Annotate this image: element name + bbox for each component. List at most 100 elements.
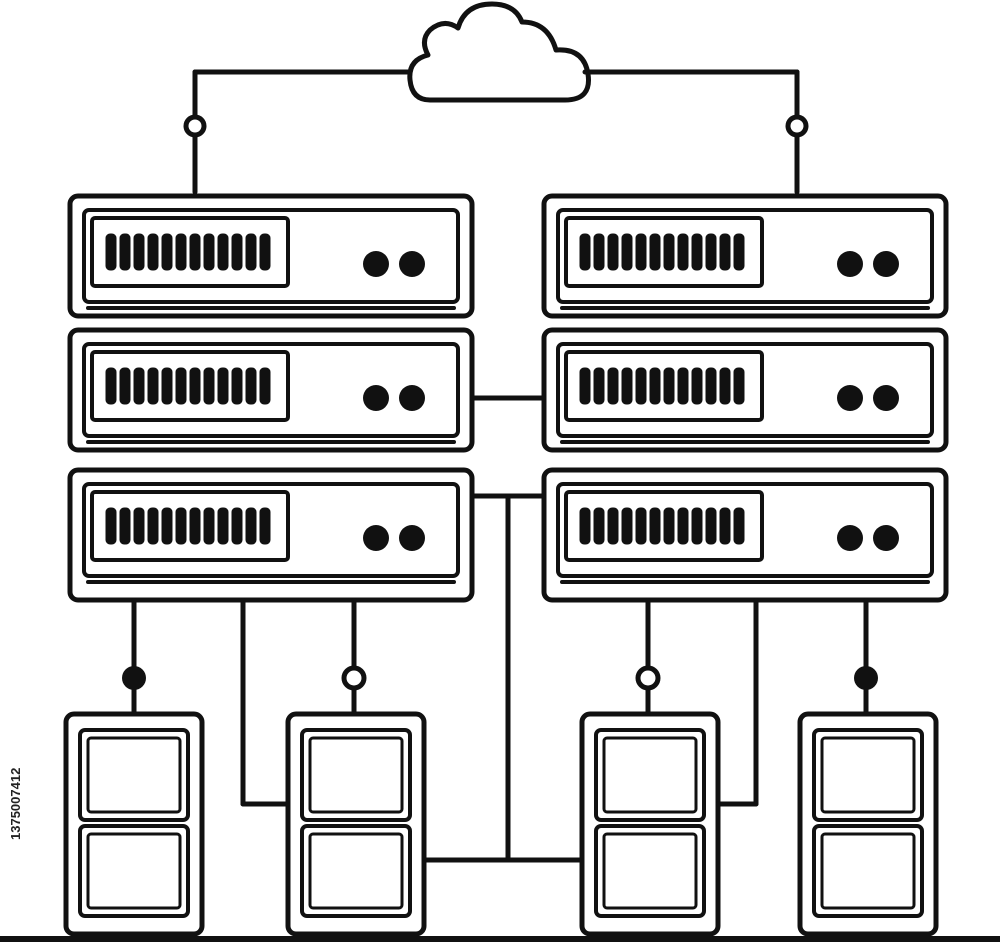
tower-bay-bottom [300, 824, 412, 918]
vent-slot [691, 233, 703, 271]
vent-slot [175, 507, 187, 545]
drive-bay [90, 216, 290, 288]
vent-slot [175, 233, 187, 271]
server-unit-frame [67, 327, 475, 453]
vent-slot [635, 367, 647, 405]
indicator-light [837, 251, 863, 277]
vent-slot [133, 367, 145, 405]
vent-slot [593, 233, 605, 271]
vent-slot [161, 507, 173, 545]
vent-slot [245, 367, 257, 405]
server-unit-face [556, 342, 934, 438]
tower-4 [797, 711, 939, 937]
left-rack [67, 193, 475, 603]
vent-slot [635, 233, 647, 271]
vent-slot [691, 507, 703, 545]
server-unit [541, 327, 949, 453]
server-unit-face [82, 342, 460, 438]
vent-slot [719, 507, 731, 545]
indicator-light [837, 525, 863, 551]
vent-slot [579, 507, 591, 545]
right-rack [541, 193, 949, 603]
vent-slot [245, 507, 257, 545]
indicator-light [837, 385, 863, 411]
indicator-light [873, 525, 899, 551]
indicator-light [399, 251, 425, 277]
vent-slot [649, 367, 661, 405]
tower-bay-top-inner [308, 736, 404, 814]
vent-slot [719, 367, 731, 405]
drive-bay [90, 490, 290, 562]
server-unit-face [82, 482, 460, 578]
server-unit-frame [541, 193, 949, 319]
vent-slot [147, 507, 159, 545]
vent-slot [161, 367, 173, 405]
vent-slot [203, 507, 215, 545]
tower-bay-top [812, 728, 924, 822]
connector-node [122, 666, 146, 690]
vent-slot [677, 233, 689, 271]
vent-slot [663, 507, 675, 545]
indicator-light [363, 525, 389, 551]
vent-slot [119, 233, 131, 271]
tower-bay-bottom [594, 824, 706, 918]
vent-slot [677, 367, 689, 405]
vent-slot [663, 367, 675, 405]
tower-bay-bottom [812, 824, 924, 918]
tower-bay-top [78, 728, 190, 822]
cloud-icon [407, 1, 592, 103]
server-unit [67, 327, 475, 453]
indicator-light [399, 525, 425, 551]
vent-slot [719, 233, 731, 271]
vent-slot [663, 233, 675, 271]
vent-slot [133, 507, 145, 545]
server-unit [541, 467, 949, 603]
tower-bay-bottom-inner [602, 832, 698, 910]
vent-slot [607, 233, 619, 271]
vent-slot [607, 367, 619, 405]
drive-bay [564, 350, 764, 422]
vent-slot [133, 233, 145, 271]
vent-slot [217, 507, 229, 545]
vent-slot [189, 367, 201, 405]
vent-slot [161, 233, 173, 271]
vent-slot [733, 367, 745, 405]
vent-slot [189, 233, 201, 271]
drive-bay [564, 216, 764, 288]
vent-slot [621, 233, 633, 271]
vent-slot [147, 233, 159, 271]
vent-slot [649, 233, 661, 271]
vent-slot [259, 233, 271, 271]
vent-slot [203, 367, 215, 405]
tower-bay-top-inner [820, 736, 916, 814]
connector-node [635, 665, 661, 691]
tower-1 [63, 711, 205, 937]
indicator-light [399, 385, 425, 411]
server-unit-face [556, 208, 934, 304]
indicator-light [363, 251, 389, 277]
server-unit-face [556, 482, 934, 578]
vent-slot [607, 507, 619, 545]
tower-bay-top [300, 728, 412, 822]
tower-bay-top [594, 728, 706, 822]
server-unit-frame [541, 467, 949, 603]
vent-slot [217, 367, 229, 405]
vent-slot [175, 367, 187, 405]
vent-slot [593, 507, 605, 545]
tower-bay-top-inner [602, 736, 698, 814]
tower-bay-bottom-inner [86, 832, 182, 910]
indicator-light [363, 385, 389, 411]
vent-slot [259, 507, 271, 545]
vent-slot [593, 367, 605, 405]
vent-slot [203, 233, 215, 271]
vent-slot [705, 507, 717, 545]
vent-slot [621, 507, 633, 545]
connector-node [183, 114, 207, 138]
tower-bay-bottom-inner [308, 832, 404, 910]
tower-3 [579, 711, 721, 937]
vent-slot [579, 233, 591, 271]
vent-slot [147, 367, 159, 405]
vent-slot [677, 507, 689, 545]
server-unit-frame [67, 467, 475, 603]
